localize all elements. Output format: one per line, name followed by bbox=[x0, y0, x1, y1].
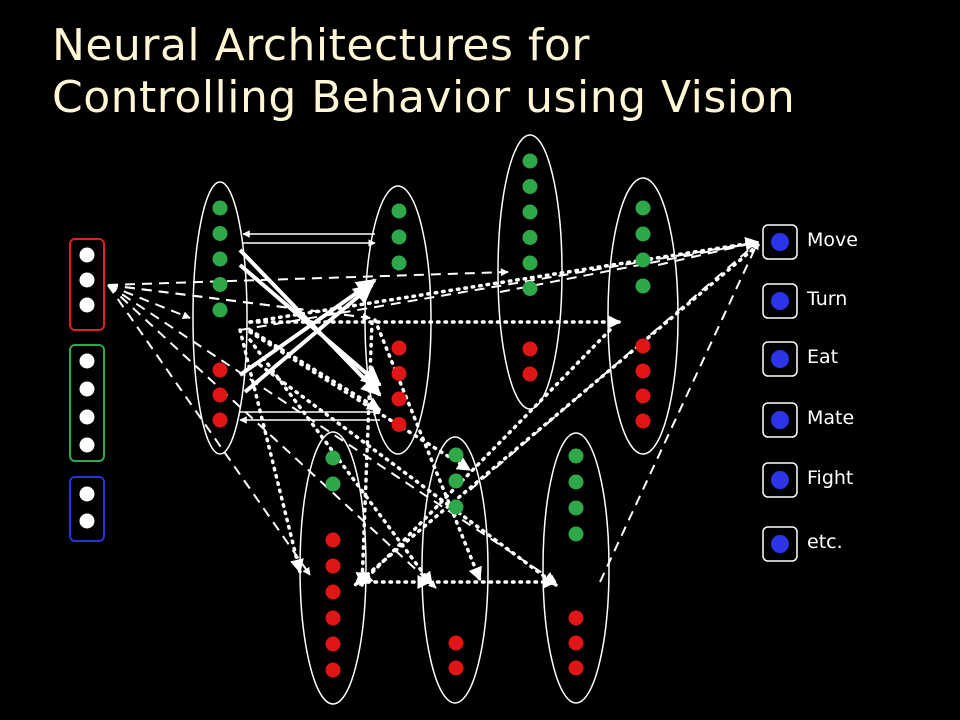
input-group-1-box bbox=[69, 238, 105, 331]
red-unit bbox=[325, 636, 341, 652]
red-unit bbox=[568, 635, 584, 651]
red-unit bbox=[568, 660, 584, 676]
input-unit bbox=[79, 297, 95, 313]
green-unit bbox=[522, 179, 538, 194]
red-unit bbox=[212, 412, 228, 428]
module-4 bbox=[607, 177, 679, 455]
red-unit bbox=[635, 388, 651, 404]
green-unit bbox=[635, 252, 651, 268]
green-unit bbox=[391, 229, 407, 245]
red-unit bbox=[325, 584, 341, 600]
red-unit bbox=[325, 532, 341, 548]
red-unit bbox=[391, 340, 407, 356]
input-unit bbox=[79, 353, 95, 369]
module-1 bbox=[192, 181, 248, 455]
dotted-connections bbox=[238, 237, 760, 589]
green-unit bbox=[212, 277, 228, 292]
input-unit bbox=[79, 486, 95, 502]
output-unit-box bbox=[762, 402, 798, 438]
green-unit bbox=[568, 526, 584, 542]
red-unit bbox=[635, 338, 651, 354]
output-unit-box bbox=[762, 283, 798, 319]
red-unit bbox=[448, 635, 464, 651]
output-label: Fight bbox=[807, 467, 854, 489]
green-unit bbox=[522, 153, 538, 169]
green-unit bbox=[568, 448, 584, 464]
output-unit bbox=[771, 535, 789, 553]
green-unit bbox=[635, 278, 651, 294]
output-unit bbox=[771, 471, 789, 489]
input-unit bbox=[79, 409, 95, 425]
green-unit bbox=[448, 447, 464, 463]
input-group-2-box bbox=[69, 344, 105, 462]
input-unit bbox=[79, 437, 95, 453]
red-unit bbox=[522, 341, 538, 357]
red-unit bbox=[522, 366, 538, 382]
green-unit bbox=[448, 473, 464, 489]
green-unit bbox=[325, 450, 341, 466]
output-unit-box bbox=[762, 224, 798, 260]
output-label: Turn bbox=[807, 288, 848, 310]
red-unit bbox=[325, 662, 341, 678]
green-unit bbox=[391, 255, 407, 271]
green-unit bbox=[325, 476, 341, 492]
green-unit bbox=[568, 500, 584, 516]
red-unit bbox=[325, 610, 341, 626]
output-unit bbox=[771, 350, 789, 368]
red-unit bbox=[448, 660, 464, 676]
input-unit bbox=[79, 513, 95, 529]
green-unit bbox=[522, 204, 538, 220]
red-unit bbox=[325, 558, 341, 574]
green-unit bbox=[212, 302, 228, 318]
red-unit bbox=[391, 391, 407, 407]
red-unit bbox=[391, 417, 407, 432]
red-unit bbox=[635, 363, 651, 379]
output-label: etc. bbox=[807, 531, 843, 553]
red-unit bbox=[391, 366, 407, 381]
output-unit-box bbox=[762, 462, 798, 498]
input-unit bbox=[79, 381, 95, 397]
input-unit bbox=[79, 247, 95, 263]
output-unit bbox=[771, 233, 789, 251]
red-unit bbox=[212, 362, 228, 378]
output-label: Eat bbox=[807, 346, 839, 368]
title-line-1: Neural Architectures for bbox=[52, 20, 590, 71]
green-unit bbox=[212, 200, 228, 216]
green-unit bbox=[212, 251, 228, 267]
output-unit bbox=[771, 292, 789, 310]
unit-nodes bbox=[79, 153, 798, 678]
red-unit bbox=[635, 413, 651, 429]
solid-connections bbox=[238, 230, 382, 424]
module-7 bbox=[542, 432, 610, 704]
output-label: Move bbox=[807, 229, 858, 251]
green-unit bbox=[635, 200, 651, 216]
output-unit bbox=[771, 411, 789, 429]
green-unit bbox=[635, 226, 651, 242]
green-unit bbox=[522, 230, 538, 245]
slide-title: Neural Architectures for Controlling Beh… bbox=[52, 20, 795, 124]
output-unit-box bbox=[762, 526, 798, 562]
red-unit bbox=[568, 610, 584, 626]
green-unit bbox=[212, 226, 228, 241]
green-unit bbox=[522, 255, 538, 271]
title-line-2: Controlling Behavior using Vision bbox=[52, 72, 796, 123]
input-unit bbox=[79, 272, 95, 288]
input-projections bbox=[107, 268, 557, 589]
green-unit bbox=[568, 474, 584, 490]
green-unit bbox=[391, 203, 407, 219]
output-unit-box bbox=[762, 341, 798, 377]
green-unit bbox=[448, 499, 464, 515]
red-unit bbox=[212, 387, 228, 403]
green-unit bbox=[522, 281, 538, 296]
input-group-3-box bbox=[69, 476, 105, 542]
output-label: Mate bbox=[807, 407, 855, 429]
